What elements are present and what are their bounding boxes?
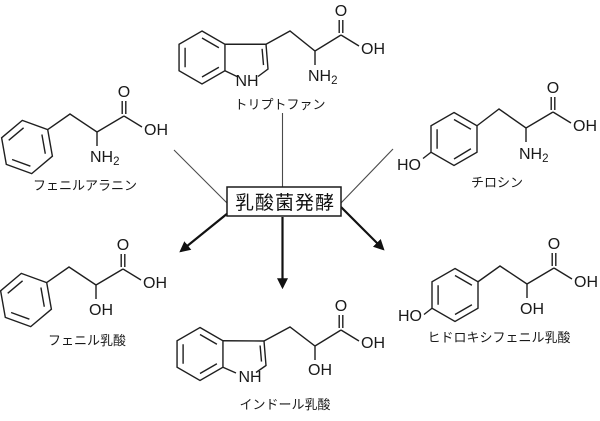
tyrosine-amine-label: NH2 [519, 146, 549, 165]
indole-lactic-acid-OH-label: OH [361, 335, 385, 352]
amine-subscript: 2 [331, 75, 337, 87]
tryptophan-NH-label: NH [235, 73, 258, 90]
molecule-tyrosine: O OH HO NH2 チロシン [397, 80, 597, 190]
indole-lactic-side-chain [263, 326, 360, 360]
input-line-phenylalanine [173, 149, 228, 204]
tyrosine-name: チロシン [471, 175, 523, 190]
hydroxyphenyl-lactic-O-label: O [548, 236, 560, 253]
phenyl-lactic-benzene-double-bonds [7, 280, 45, 320]
phenyl-lactic-benzene-ring [0, 272, 53, 328]
fermentation-flow: 乳酸菌発酵 [173, 113, 394, 290]
hydroxyphenyl-lactic-side-chain [423, 265, 573, 316]
tyrosine-O-label: O [547, 80, 559, 97]
amine-NH: NH [308, 68, 331, 85]
amine-NH: NH [90, 149, 113, 166]
tyrosine-side-chain [422, 108, 572, 160]
phenylalanine-benzene-ring [0, 119, 54, 175]
tryptophan-carbonyl-double-bond [338, 20, 344, 33]
hydroxyphenyl-lactic-benzene-double-bonds [437, 274, 473, 316]
tyrosine-HO-label: HO [397, 157, 421, 174]
tryptophan-benzene-ring [178, 30, 226, 85]
phenyl-lactic-carbonyl-double-bond [120, 254, 126, 267]
phenylalanine-carbonyl-double-bond [121, 101, 127, 114]
molecule-phenyl-lactic-acid: O OH OH フェニル乳酸 [0, 237, 167, 348]
phenyl-lactic-alpha-OH-label: OH [89, 302, 113, 319]
fermentation-box-border [226, 186, 342, 217]
tyrosine-OH-label: OH [573, 118, 597, 135]
molecule-tryptophan: O OH NH2 NH トリプトファン [178, 3, 385, 112]
indole-lactic-O-label: O [335, 298, 347, 315]
hydroxyphenyl-lactic-carbonyl-double-bond [551, 253, 557, 266]
phenylalanine-O-label: O [118, 84, 130, 101]
molecule-indole-lactic-acid: O OH OH NH インドール乳酸 [176, 298, 385, 412]
tryptophan-benzene-double-bonds [184, 37, 220, 78]
phenyl-lactic-name: フェニル乳酸 [48, 333, 126, 348]
tyrosine-benzene-double-bonds [436, 118, 472, 160]
amine-NH: NH [519, 146, 542, 163]
fermentation-box: 乳酸菌発酵 [226, 186, 342, 217]
phenylalanine-OH-label: OH [144, 122, 168, 139]
tryptophan-pyrrole-ring [224, 43, 269, 78]
phenylalanine-amine-label: NH2 [90, 149, 120, 168]
phenylalanine-name: フェニルアラニン [33, 178, 137, 193]
output-arrow-hydroxyphenyl-lactic [340, 206, 385, 251]
input-line-tyrosine [340, 148, 394, 204]
tryptophan-amine-label: NH2 [308, 68, 338, 87]
phenylalanine-side-chain [47, 113, 143, 146]
tyrosine-carbonyl-double-bond [550, 97, 556, 110]
phenyl-lactic-O-label: O [117, 237, 129, 254]
molecule-hydroxyphenyl-lactic-acid: O OH OH HO ヒドロキシフェニル乳酸 [398, 236, 598, 345]
tryptophan-name: トリプトファン [234, 97, 325, 112]
molecule-phenylalanine: O OH NH2 フェニルアラニン [0, 84, 168, 193]
indole-lactic-pyrrole-ring [222, 340, 267, 374]
fermentation-box-label: 乳酸菌発酵 [235, 192, 335, 214]
indole-lactic-carbonyl-double-bond [338, 315, 344, 328]
amine-subscript: 2 [113, 156, 119, 168]
indole-lactic-alpha-OH-label: OH [308, 362, 332, 379]
output-arrow-phenyl-lactic [179, 212, 229, 253]
hydroxyphenyl-lactic-HO-label: HO [398, 308, 422, 325]
phenylalanine-benzene-double-bonds [8, 127, 46, 167]
phenyl-lactic-side-chain [46, 266, 142, 299]
indole-lactic-name: インドール乳酸 [239, 397, 330, 412]
indole-lactic-benzene-double-bonds [182, 333, 218, 375]
indole-lactic-NH-label: NH [238, 369, 261, 386]
hydroxyphenyl-lactic-benzene-ring [431, 267, 479, 323]
hydroxyphenyl-lactic-acid-OH-label: OH [574, 274, 598, 291]
tryptophan-O-label: O [335, 3, 347, 20]
tryptophan-OH-label: OH [361, 41, 385, 58]
hydroxyphenyl-lactic-name: ヒドロキシフェニル乳酸 [427, 330, 570, 345]
amine-subscript: 2 [542, 153, 548, 165]
hydroxyphenyl-lactic-alpha-OH-label: OH [520, 301, 544, 318]
tryptophan-side-chain [265, 30, 360, 65]
tyrosine-benzene-ring [430, 111, 478, 167]
indole-lactic-benzene-ring [176, 326, 224, 382]
phenyl-lactic-acid-OH-label: OH [143, 275, 167, 292]
